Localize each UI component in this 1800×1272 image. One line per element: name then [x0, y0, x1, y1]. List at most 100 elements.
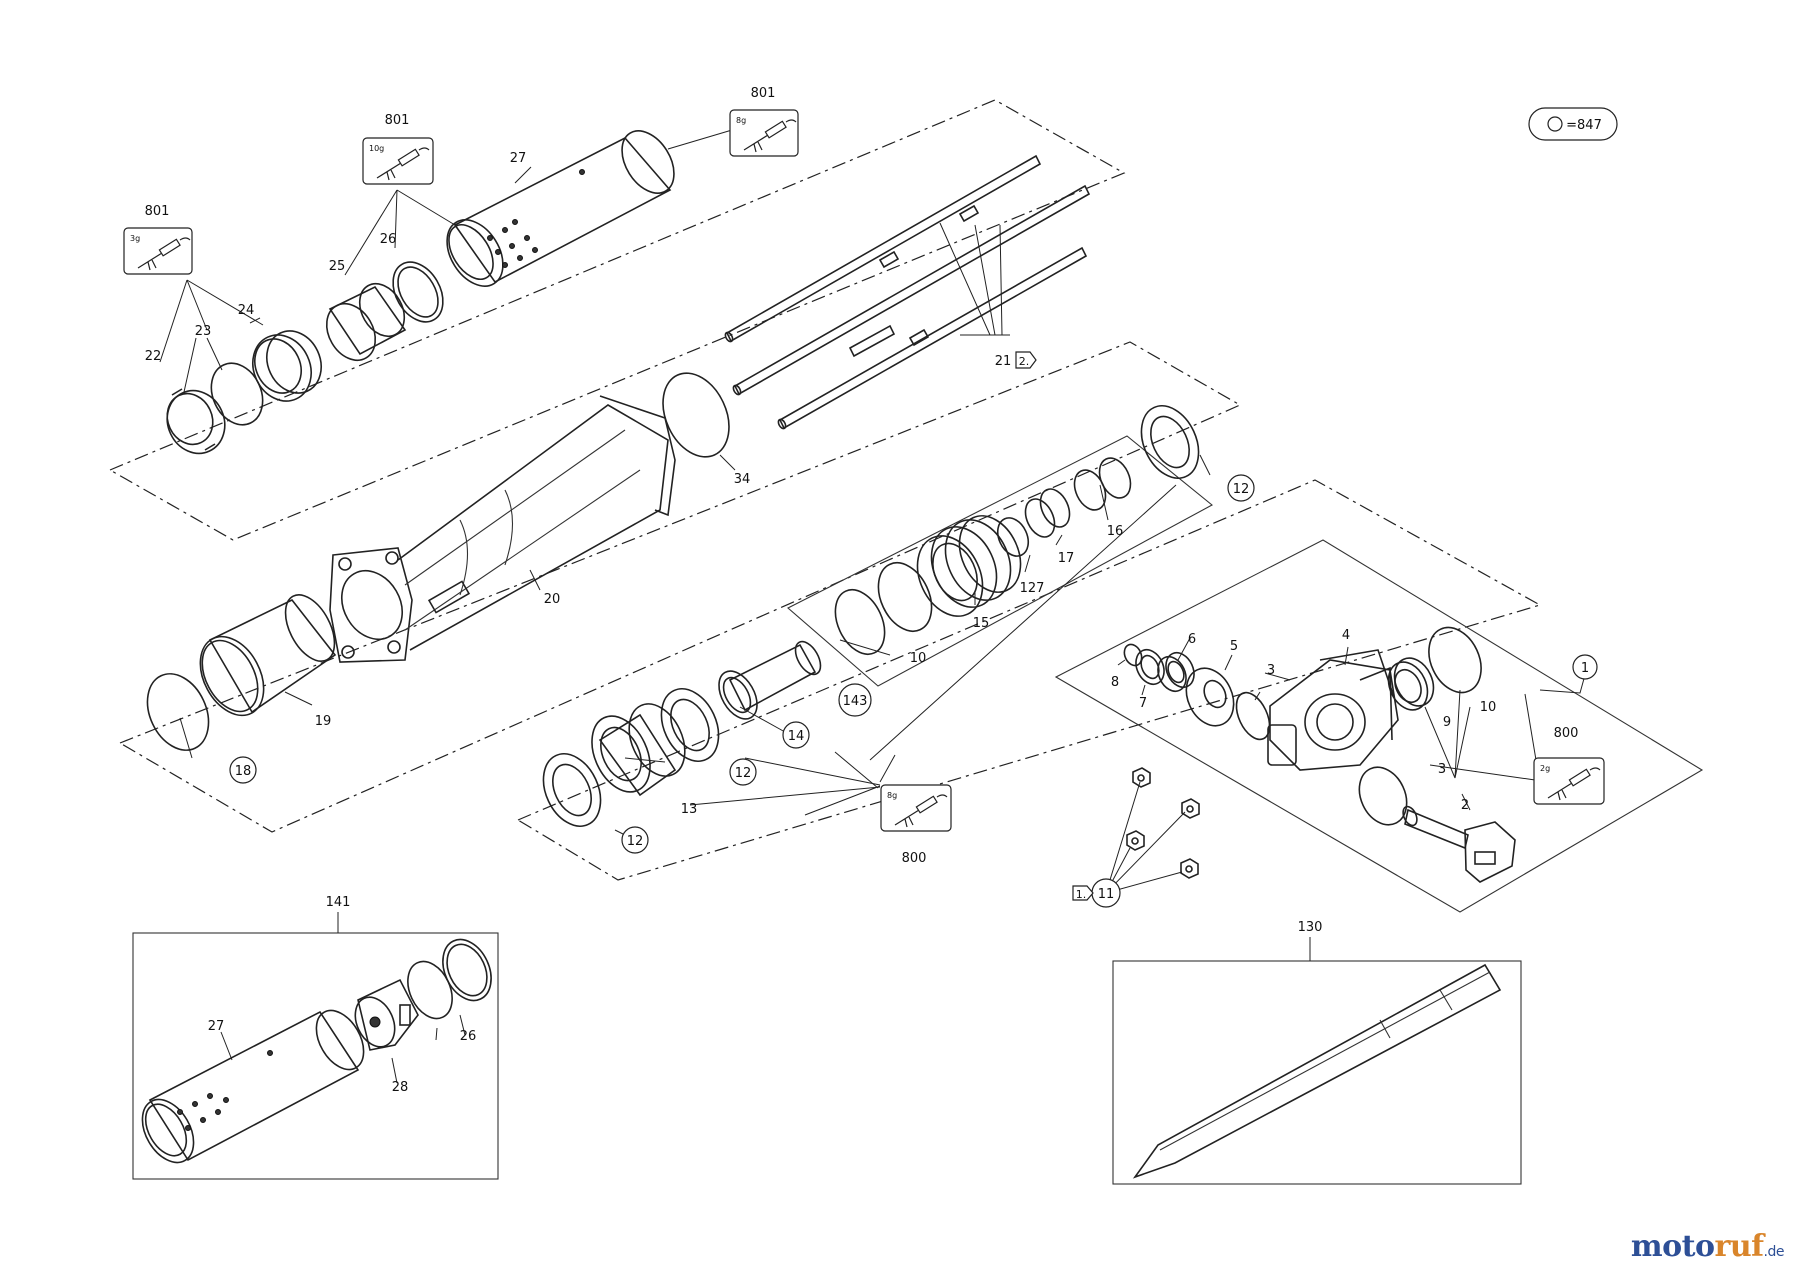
label-800: 800 [902, 851, 927, 866]
svg-text:1: 1 [1581, 661, 1589, 676]
brand-logo: motoruf.de [1630, 1229, 1785, 1264]
label-15: 15 [973, 616, 990, 631]
svg-text:11: 11 [1098, 887, 1115, 902]
label-10: 10 [1480, 700, 1497, 715]
svg-text:2g: 2g [1540, 764, 1550, 773]
part-26-o-ring-variant[interactable] [399, 932, 500, 1026]
part-12-washer-mid[interactable] [650, 680, 729, 771]
part-24-ring[interactable] [242, 322, 331, 411]
svg-text:=847: =847 [1566, 118, 1602, 133]
part-2-retainer-latch[interactable] [1400, 804, 1516, 883]
label-3: 3 [1438, 762, 1446, 777]
svg-text:8g: 8g [736, 116, 746, 125]
label-16: 16 [1107, 524, 1124, 539]
svg-text:10g: 10g [369, 144, 384, 153]
group-outline-lower [516, 479, 1542, 881]
svg-text:18: 18 [235, 764, 252, 779]
svg-text:14: 14 [788, 729, 805, 744]
part-127-ring[interactable] [992, 513, 1034, 561]
part-9-retainer[interactable] [1381, 652, 1441, 717]
legend-o-ring-kit: =847 [1528, 107, 1618, 141]
part-15-seal-assembly[interactable] [905, 506, 1032, 627]
part-4-front-head[interactable] [1267, 649, 1399, 771]
part-3-washer-upper[interactable] [1230, 687, 1277, 744]
label-27: 27 [208, 1019, 225, 1034]
label-800: 800 [1554, 726, 1579, 741]
part-10-o-ring-b[interactable] [868, 554, 942, 640]
part-28-piston-variant[interactable] [348, 978, 419, 1053]
part-14-guide[interactable] [711, 637, 826, 725]
circled-label-12: 12 [729, 758, 757, 786]
label-6: 6 [1188, 632, 1196, 647]
part-3-washer-lower[interactable] [1350, 760, 1415, 833]
part-6-spring[interactable] [1153, 648, 1200, 696]
part-27-cylinder-variant[interactable] [132, 1002, 373, 1171]
inset-box-141 [132, 932, 499, 1180]
label-23: 23 [195, 324, 212, 339]
label-127: 127 [1020, 581, 1045, 596]
label-2: 2 [1461, 798, 1469, 813]
part-12-washer-left[interactable] [532, 745, 611, 836]
label-22: 22 [145, 349, 162, 364]
grease-box-801-10g[interactable]: 10g [362, 137, 434, 185]
part-10-o-ring-a[interactable] [826, 582, 895, 662]
circled-label-14: 14 [782, 721, 810, 749]
label-17: 17 [1058, 551, 1075, 566]
flag-label-2: 2. [1015, 351, 1037, 369]
circled-label-18: 18 [229, 756, 257, 784]
label-7: 7 [1139, 696, 1147, 711]
svg-text:1.: 1. [1076, 888, 1087, 901]
part-12-washer-right[interactable] [1130, 397, 1209, 488]
label-801: 801 [145, 204, 170, 219]
part-34-o-ring[interactable] [650, 362, 742, 467]
label-801: 801 [385, 113, 410, 128]
part-19-liner[interactable] [188, 587, 345, 726]
grease-box-800-8g[interactable]: 8g [880, 784, 952, 832]
label-26: 26 [460, 1029, 477, 1044]
part-11-nuts[interactable] [1126, 767, 1200, 879]
part-18-o-ring[interactable] [136, 664, 221, 760]
label-21: 21 [995, 354, 1012, 369]
label-130: 130 [1298, 920, 1323, 935]
label-5: 5 [1230, 639, 1238, 654]
part-13-sleeve[interactable] [581, 695, 696, 801]
part-25-piston[interactable] [317, 276, 413, 369]
part-22-ring[interactable] [157, 381, 235, 463]
leader-lines [159, 129, 1586, 1084]
grease-box-801-3g[interactable]: 3g [123, 227, 193, 275]
part-20-housing[interactable] [329, 395, 676, 663]
part-26-o-ring[interactable] [383, 253, 453, 330]
group-outline-upper [108, 99, 1126, 541]
svg-text:2.: 2. [1019, 355, 1030, 368]
part-27-cylinder[interactable] [436, 122, 685, 297]
label-801: 801 [751, 86, 776, 101]
svg-text:143: 143 [843, 694, 868, 709]
part-16-ring[interactable] [1068, 453, 1136, 515]
part-7-ring[interactable] [1131, 645, 1170, 689]
label-4: 4 [1342, 628, 1350, 643]
circled-label-12: 12 [621, 826, 649, 854]
label-20: 20 [544, 592, 561, 607]
label-34: 34 [734, 472, 751, 487]
label-28: 28 [392, 1080, 409, 1095]
label-27: 27 [510, 151, 527, 166]
circled-label-12: 12 [1227, 474, 1255, 502]
part-21-tie-rods[interactable] [724, 154, 1091, 430]
part-5-bushing[interactable] [1177, 661, 1242, 734]
label-10: 10 [910, 651, 927, 666]
part-10-o-ring-c[interactable] [1419, 619, 1491, 701]
grease-box-800-2g[interactable]: 2g [1533, 757, 1605, 805]
inset-box-130 [1112, 960, 1522, 1185]
label-9: 9 [1443, 715, 1451, 730]
grease-box-801-8g[interactable]: 8g [729, 109, 799, 157]
group-outline-middle [118, 341, 1242, 833]
part-17-ring[interactable] [1020, 484, 1075, 541]
label-13: 13 [681, 802, 698, 817]
svg-text:12: 12 [627, 834, 644, 849]
circled-label-143: 143 [838, 683, 872, 717]
circled-label-1: 1 [1572, 654, 1598, 680]
svg-text:12: 12 [1233, 482, 1250, 497]
flag-label-1: 1. [1072, 885, 1094, 901]
part-130-chisel[interactable] [1132, 963, 1502, 1179]
